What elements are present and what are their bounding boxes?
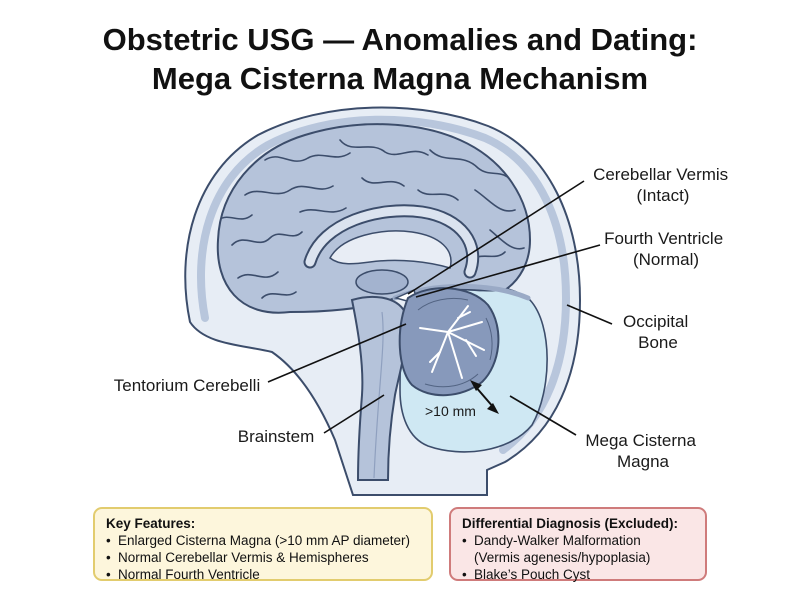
list-item: Dandy-Walker Malformation [462,532,694,549]
list-item-continuation: (Vermis agenesis/hypoplasia) [474,550,651,565]
measurement-arrow [470,380,499,414]
label-brainstem: Brainstem [238,427,315,446]
title-line-1: Obstetric USG — Anomalies and Dating: [102,22,698,57]
differential-list: Dandy-Walker Malformation (Vermis agenes… [462,532,694,583]
leader-lines [267,180,613,436]
label-cerebellar-vermis: Cerebellar Vermis (Intact) [593,165,733,205]
key-features-box: Key Features: Enlarged Cisterna Magna (>… [93,507,433,583]
differential-diagnosis-box: Differential Diagnosis (Excluded): Dandy… [449,507,707,583]
cerebellar-folia [419,305,485,379]
list-item: Normal Fourth Ventricle [106,566,420,583]
label-tentorium-cerebelli: Tentorium Cerebelli [114,376,260,395]
key-features-list: Enlarged Cisterna Magna (>10 mm AP diame… [106,532,420,583]
differential-heading: Differential Diagnosis (Excluded): [462,516,679,531]
measurement-label: >10 mm [425,403,476,419]
skull [196,115,571,454]
cerebellum [398,287,500,397]
label-occipital-bone: Occipital Bone [623,312,693,352]
thalamus [355,269,409,295]
list-item: Normal Cerebellar Vermis & Hemispheres [106,549,420,566]
list-item: Enlarged Cisterna Magna (>10 mm AP diame… [106,532,420,549]
key-features-heading: Key Features: [106,516,196,531]
page-title: Obstetric USG — Anomalies and Dating: Me… [0,20,800,98]
label-fourth-ventricle: Fourth Ventricle (Normal) [604,229,728,269]
list-item: Blake’s Pouch Cyst [462,566,694,583]
title-line-2: Mega Cisterna Magna Mechanism [151,61,649,96]
cerebral-gyri [217,139,525,299]
label-mega-cisterna-magna: Mega Cisterna Magna [585,431,700,471]
